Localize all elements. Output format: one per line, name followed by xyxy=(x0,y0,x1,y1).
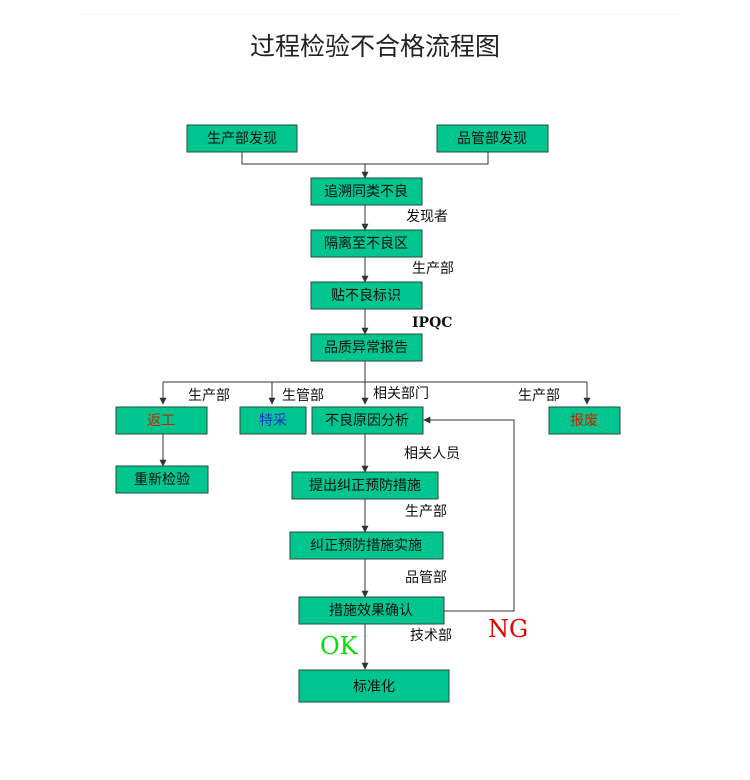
node-propose: 提出纠正预防措施 xyxy=(291,471,439,500)
node-confirm: 措施效果确认 xyxy=(298,596,445,625)
node-special-text: 特采 xyxy=(259,413,287,429)
page-title: 过程检验不合格流程图 xyxy=(249,32,500,61)
node-reinspect: 重新检验 xyxy=(115,465,209,494)
label-qc: 品管部 xyxy=(405,570,447,586)
node-scrap-text: 报废 xyxy=(570,413,598,429)
label-special-by: 生管部 xyxy=(282,388,324,404)
top-rule xyxy=(80,14,680,15)
label-analysis-by: 相关部门 xyxy=(373,386,429,402)
node-rework: 返工 xyxy=(115,406,208,435)
label-tech: 技术部 xyxy=(410,628,452,644)
node-implement-text: 纠正预防措施实施 xyxy=(310,538,422,554)
node-label-text: 贴不良标识 xyxy=(331,288,401,304)
node-special: 特采 xyxy=(239,406,307,435)
edge-labels: 发现者 生产部 IPQC 生产部 生管部 相关部门 生产部 相关人员 生产部 品… xyxy=(188,209,560,660)
node-standard: 标准化 xyxy=(298,669,450,703)
node-implement: 纠正预防措施实施 xyxy=(289,531,444,560)
node-report-text: 品质异常报告 xyxy=(324,340,408,356)
edge-ng-loop xyxy=(423,416,515,612)
node-trace-text: 追溯同类不良 xyxy=(324,184,408,200)
node-prod-found-text: 生产部发现 xyxy=(207,131,277,147)
node-isolate: 隔离至不良区 xyxy=(310,229,423,258)
label-people: 相关人员 xyxy=(404,446,460,462)
label-prod-2: 生产部 xyxy=(405,504,447,520)
node-report: 品质异常报告 xyxy=(310,333,423,362)
node-confirm-text: 措施效果确认 xyxy=(329,603,413,619)
label-ipqc: IPQC xyxy=(412,315,452,331)
node-propose-text: 提出纠正预防措施 xyxy=(309,478,421,494)
node-reinspect-text: 重新检验 xyxy=(134,472,190,488)
edges xyxy=(159,152,591,670)
label-ng: NG xyxy=(488,615,528,643)
node-isolate-text: 隔离至不良区 xyxy=(324,235,408,252)
node-trace: 追溯同类不良 xyxy=(310,177,423,206)
node-rework-text: 返工 xyxy=(147,413,175,429)
node-prod-found: 生产部发现 xyxy=(186,124,298,153)
label-rework-by: 生产部 xyxy=(188,388,230,404)
node-standard-text: 标准化 xyxy=(353,679,395,695)
node-qc-found-text: 品管部发现 xyxy=(457,131,527,147)
node-analysis-text: 不良原因分析 xyxy=(325,413,409,429)
label-finder: 发现者 xyxy=(406,209,448,225)
edge-merge-top xyxy=(241,152,489,165)
node-qc-found: 品管部发现 xyxy=(436,124,549,153)
node-label: 贴不良标识 xyxy=(310,281,423,310)
node-scrap: 报废 xyxy=(548,406,621,435)
label-prod-1: 生产部 xyxy=(412,261,454,277)
label-scrap-by: 生产部 xyxy=(518,388,560,404)
node-analysis: 不良原因分析 xyxy=(311,406,424,435)
label-ok: OK xyxy=(320,632,359,660)
